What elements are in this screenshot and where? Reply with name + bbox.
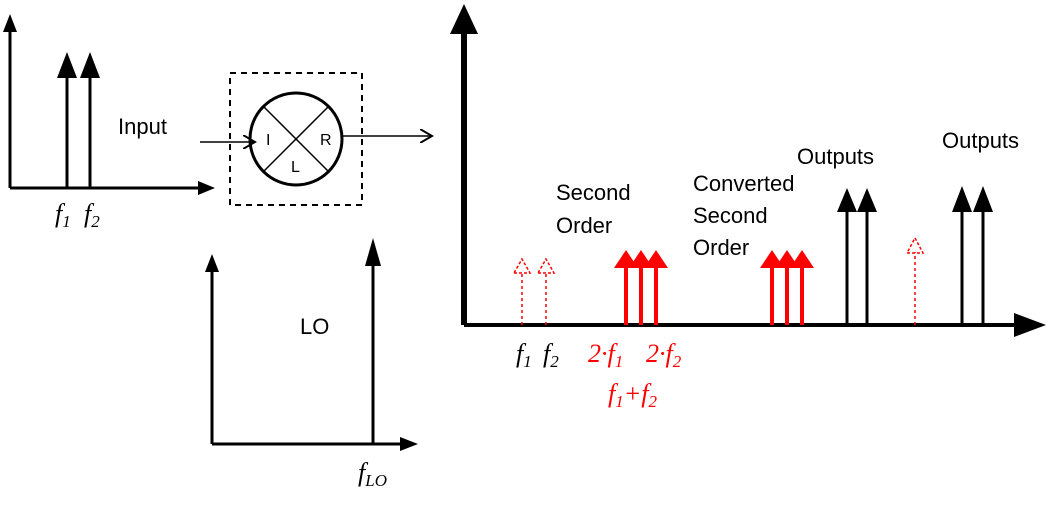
lo-spectrum: LO fLO [205,238,418,490]
converted-label-line1: Converted [693,171,795,196]
input-tone-f1-label: f1 [55,199,71,231]
outputs-label-2: Outputs [942,128,1019,153]
mixer-port-l: L [291,159,300,176]
output-feedthrough-f1 [512,257,532,325]
product-f1-plus-f2-label: f1+f2 [608,379,658,411]
output-spectrum: f1 f2 Second Order 2·f1 2·f2 f1+f2 Conve… [450,4,1046,411]
lo-label: LO [300,314,329,339]
input-tone-f2-label: f2 [84,199,100,231]
product-2f2-label: 2·f2 [646,339,682,371]
input-label: Input [118,114,167,139]
input-tone-f2-arrowhead [80,52,100,78]
outputs-label-1: Outputs [797,144,874,169]
output-tone-f2-label: f2 [543,339,559,371]
product-2f1-label: 2·f1 [588,339,623,371]
output-feedthrough-f2 [536,257,556,325]
mixer-cross-icon [248,91,344,187]
converted-second-order-products [760,250,814,325]
second-order-products [614,250,668,325]
input-y-axis-arrowhead [3,14,17,32]
output-lo-leakage [905,236,925,325]
lo-freq-label: fLO [358,458,387,490]
mixer-port-i: I [266,132,270,149]
second-order-label-line1: Second [556,180,631,205]
converted-label-line2: Second [693,203,768,228]
output-tone-f1-label: f1 [516,339,532,371]
lo-x-axis-arrowhead [400,437,418,451]
mixer-block: I L R [229,72,363,206]
output-y-axis-arrowhead [450,4,478,34]
output-x-axis-arrowhead [1014,313,1046,337]
lo-tone-arrowhead [365,238,381,266]
outputs-lower-sideband [837,188,877,325]
lo-y-axis-arrowhead [205,254,219,272]
converted-label-line3: Order [693,235,749,260]
second-order-label-line2: Order [556,213,612,238]
input-x-axis-arrowhead [198,181,215,195]
mixer-port-r: R [320,132,332,149]
mixer-dashed-box [229,72,363,206]
outputs-upper-sideband [952,186,993,325]
input-tone-f1-arrowhead [57,52,77,78]
input-spectrum: f1 f2 [3,14,215,231]
